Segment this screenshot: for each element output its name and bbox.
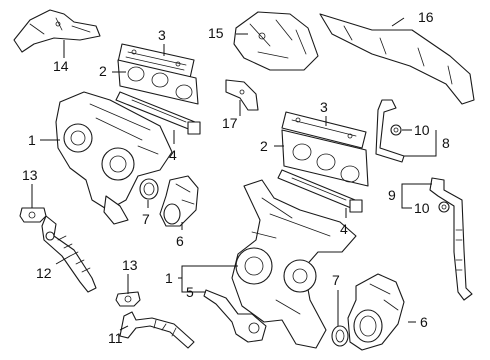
leader-12 — [55, 255, 71, 265]
callout-17: 17 — [222, 115, 238, 131]
callout-16: 16 — [418, 9, 434, 25]
oil-drain-line — [429, 177, 473, 301]
callout-13-upper: 13 — [22, 167, 38, 183]
oil-return-hose — [41, 215, 97, 293]
leader-1b — [178, 265, 238, 279]
manifold-gasket-lower — [281, 129, 369, 187]
callout-15: 15 — [208, 25, 224, 41]
callout-4-lower: 4 — [340, 221, 348, 237]
gasket-strip-upper — [117, 43, 195, 79]
callout-7-upper: 7 — [142, 211, 150, 227]
leader-9-10b — [401, 196, 412, 209]
callout-4-upper: 4 — [169, 147, 177, 163]
ring-gasket-upper — [139, 178, 159, 200]
callout-1-upper: 1 — [28, 132, 36, 148]
ring-gasket-lower — [331, 325, 349, 347]
callout-6-upper: 6 — [176, 233, 184, 249]
callout-10-upper: 10 — [414, 122, 430, 138]
callout-2-lower: 2 — [260, 138, 268, 154]
leader-16 — [391, 17, 405, 27]
bracket — [225, 79, 259, 111]
callout-8: 8 — [442, 135, 450, 151]
manifold-gasket-upper — [117, 59, 199, 105]
heat-shield-small — [13, 9, 101, 53]
heat-shield-long — [319, 13, 475, 105]
callout-14: 14 — [53, 58, 69, 74]
callout-labels: 14 3 2 15 16 1 4 17 3 2 10 8 13 7 6 4 9 … — [22, 9, 450, 346]
sensor-strip-upper — [115, 91, 201, 135]
gasket-13-lower — [115, 291, 141, 307]
gasket-13-upper — [19, 207, 47, 223]
turbocharger-upper — [55, 91, 173, 225]
callout-5: 5 — [186, 284, 194, 300]
callout-12: 12 — [36, 265, 52, 281]
callout-13-lower: 13 — [122, 257, 138, 273]
callout-10-lower: 10 — [414, 200, 430, 216]
oxygen-sensor — [203, 289, 267, 343]
callout-1-lower: 1 — [165, 270, 173, 286]
sensor-strip-lower — [277, 169, 363, 213]
callout-3-lower: 3 — [320, 99, 328, 115]
gasket-strip-lower — [281, 111, 367, 149]
leader-11 — [119, 325, 129, 331]
outlet-elbow-upper — [159, 175, 199, 227]
callout-9: 9 — [388, 187, 396, 203]
turbocharger-lower — [231, 179, 357, 349]
leader-lines — [31, 17, 437, 331]
oil-feed-line — [375, 99, 405, 163]
outlet-elbow-lower — [347, 273, 405, 351]
callout-6-lower: 6 — [420, 314, 428, 330]
leader-8 — [404, 130, 437, 157]
leader-9 — [401, 183, 432, 196]
leader-1b-5 — [181, 278, 206, 293]
callout-2-upper: 2 — [99, 63, 107, 79]
callout-11: 11 — [108, 330, 123, 346]
heat-shield-center — [233, 11, 319, 71]
oil-return-tube — [119, 311, 195, 349]
callout-7-lower: 7 — [332, 272, 340, 288]
callout-3-upper: 3 — [158, 27, 166, 43]
